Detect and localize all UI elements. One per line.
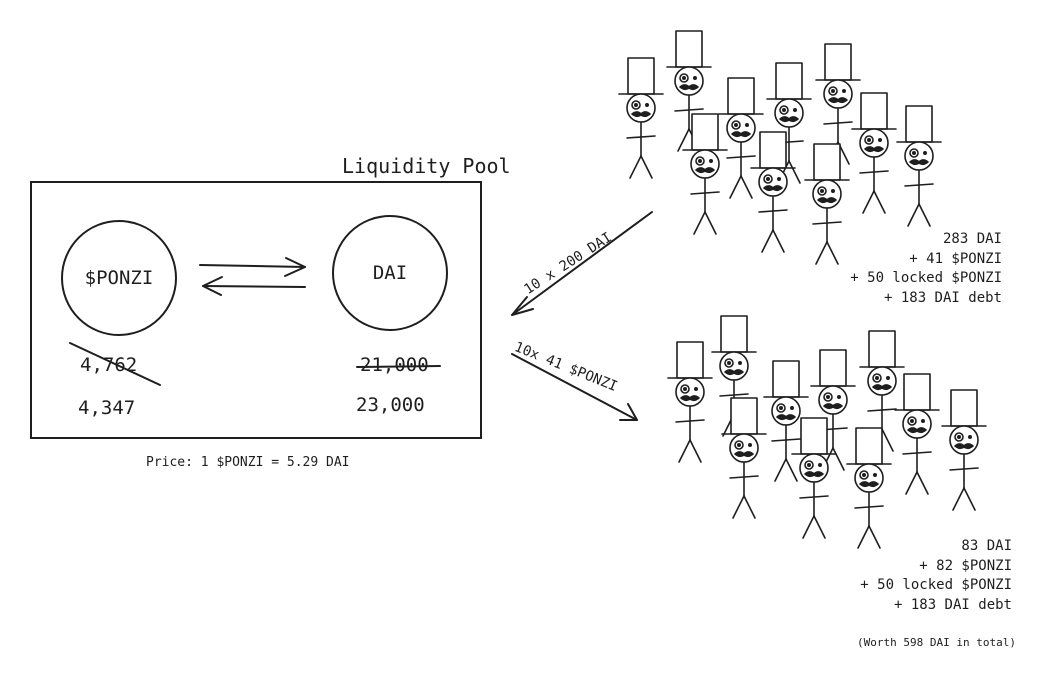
swap-arrows-icon — [199, 257, 306, 296]
holding-line: + 183 DAI debt — [883, 289, 1002, 306]
top-hat-monocle-figure-icon — [763, 360, 809, 482]
holding-line: 283 DAI — [942, 231, 1002, 247]
top-hat-monocle-figure-icon — [718, 77, 764, 199]
top-hat-monocle-figure-icon — [804, 143, 850, 265]
ponzi-token-label: $PONZI — [84, 267, 154, 289]
price-label: Price: 1 $PONZI = 5.29 DAI — [146, 455, 350, 470]
top-hat-monocle-figure-icon — [791, 417, 837, 539]
top-hat-monocle-figure-icon — [682, 113, 728, 235]
holding-line: + 50 locked $PONZI — [860, 577, 1012, 593]
top-hat-monocle-figure-icon — [851, 92, 897, 214]
ponzi-new-balance: 4,347 — [78, 397, 136, 419]
top-hat-monocle-figure-icon — [750, 131, 796, 253]
dai-token-circle: DAI — [332, 215, 448, 331]
dai-token-label: DAI — [372, 262, 408, 284]
top-hat-monocle-figure-icon — [711, 315, 757, 437]
top-hat-monocle-figure-icon — [766, 62, 812, 184]
holding-line: 83 DAI — [961, 538, 1012, 554]
outgoing-arrow-icon — [511, 353, 638, 421]
ponzi-old-strike — [69, 342, 161, 386]
dai-old-strike — [356, 365, 441, 368]
holding-line: + 41 $PONZI — [909, 250, 1002, 267]
bottom-group-total: (Worth 598 DAI in total) — [857, 636, 1016, 649]
top-hat-monocle-figure-icon — [810, 349, 856, 471]
top-hat-monocle-figure-icon — [941, 389, 987, 511]
ponzi-old-balance: 4,762 — [80, 354, 138, 376]
incoming-arrow-icon — [511, 211, 653, 316]
dai-old-balance: 21,000 — [360, 354, 429, 376]
ponzi-token-circle: $PONZI — [61, 220, 177, 336]
holding-line: + 50 locked $PONZI — [850, 270, 1002, 286]
top-group-holdings: 283 DAI + 41 $PONZI + 50 locked $PONZI +… — [850, 230, 1002, 308]
pool-title: Liquidity Pool — [342, 154, 511, 178]
top-hat-monocle-figure-icon — [896, 105, 942, 227]
top-hat-monocle-figure-icon — [815, 43, 861, 165]
holding-line: + 183 DAI debt — [893, 596, 1012, 613]
top-hat-monocle-figure-icon — [846, 427, 892, 549]
dai-new-balance: 23,000 — [356, 394, 425, 416]
top-hat-monocle-figure-icon — [894, 373, 940, 495]
top-hat-monocle-figure-icon — [666, 30, 712, 152]
top-hat-monocle-figure-icon — [618, 57, 664, 179]
holding-line: + 82 $PONZI — [919, 557, 1012, 574]
top-hat-monocle-figure-icon — [667, 341, 713, 463]
bottom-group-holdings: 83 DAI + 82 $PONZI + 50 locked $PONZI + … — [860, 537, 1012, 615]
top-hat-monocle-figure-icon — [721, 397, 767, 519]
liquidity-pool-box: $PONZI DAI — [30, 181, 482, 439]
